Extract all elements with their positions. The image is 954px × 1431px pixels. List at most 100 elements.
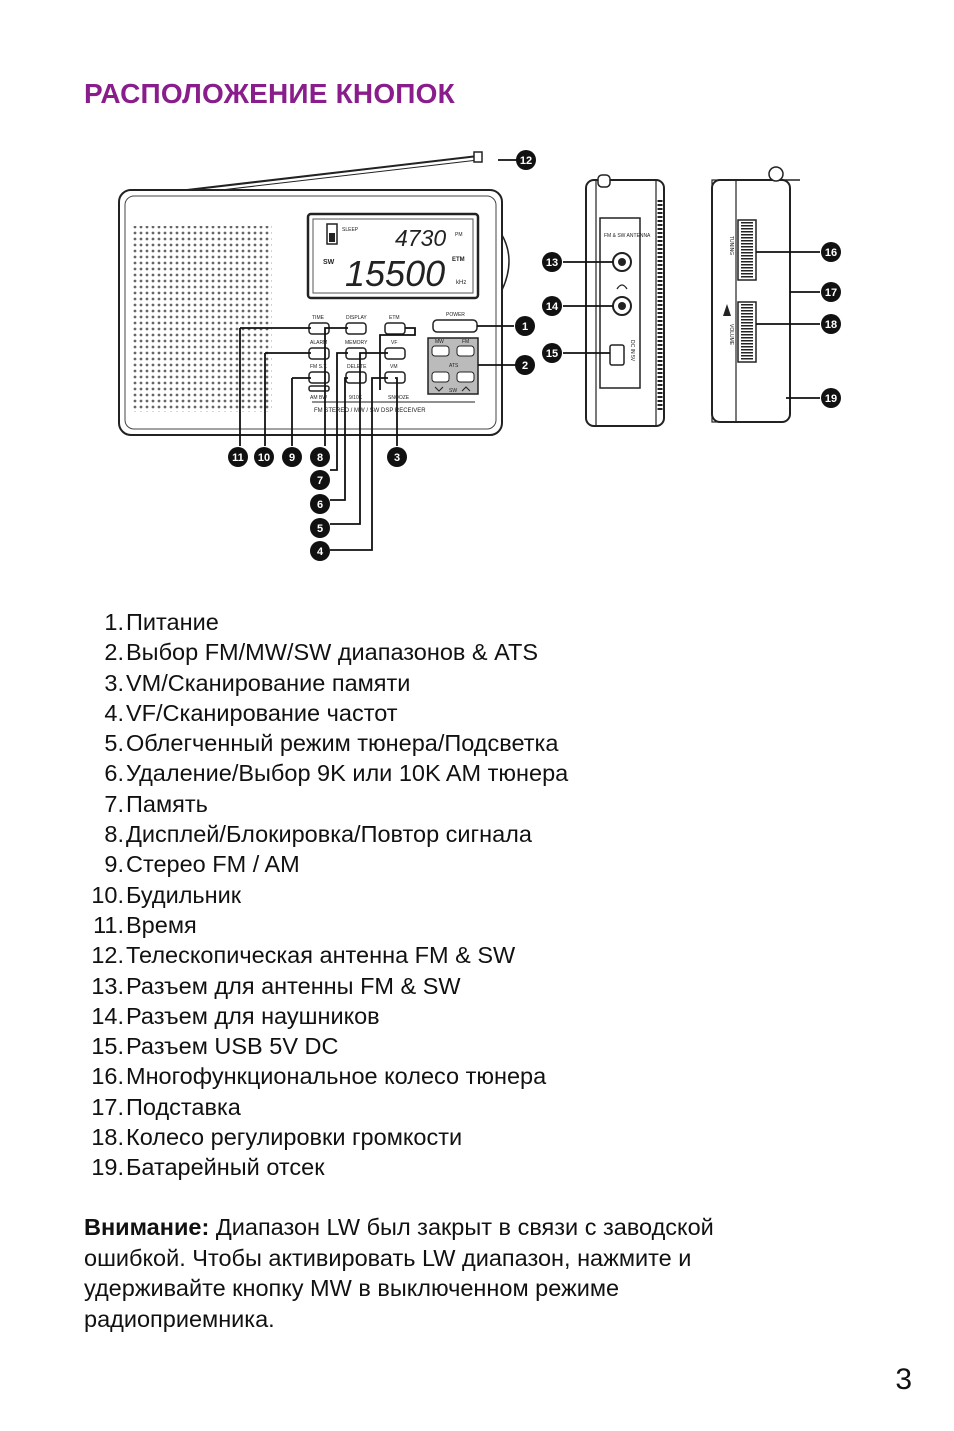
- list-item: 5.Облегченный режим тюнера/Подсветка: [84, 728, 568, 758]
- callout-17: [821, 282, 841, 302]
- callout-4-text: 4: [317, 546, 324, 558]
- list-item-number: 19.: [91, 1154, 124, 1181]
- button-grid: [308, 319, 478, 392]
- list-item: 14.Разъем для наушников: [84, 1001, 568, 1031]
- list-item-text: Дисплей/Блокировка/Повтор сигнала: [126, 821, 532, 848]
- vf-label: VF: [391, 340, 397, 346]
- list-item-number: 8.: [104, 821, 124, 848]
- callout-17-text: 17: [825, 287, 837, 299]
- sw-up-button[interactable]: [456, 371, 475, 383]
- radio-left-side-view: FM & SW ANTENNA DC IN 5V 13 14 15: [542, 174, 665, 427]
- usb-label: DC IN 5V: [629, 340, 635, 362]
- sw-down-button[interactable]: [431, 371, 450, 383]
- callout-1-text: 1: [522, 321, 528, 333]
- callout-12-text: 12: [520, 155, 532, 167]
- list-item-number: 7.: [104, 790, 124, 817]
- callout-6-text: 6: [317, 499, 323, 511]
- callout-8: [310, 447, 330, 467]
- alarm-button[interactable]: [308, 347, 330, 360]
- callout-9-text: 9: [289, 452, 295, 464]
- snooze-label: SNOOZE: [388, 395, 410, 401]
- fm-st-button[interactable]: [308, 371, 330, 384]
- lcd-time: 4730: [395, 225, 446, 251]
- callout-13-text: 13: [546, 257, 558, 269]
- list-item-text: VF/Сканирование частот: [126, 699, 398, 726]
- list-item-number: 10.: [91, 881, 124, 908]
- radio-right-side-view: TUNING VOLUME 16 17 18 19: [711, 166, 841, 423]
- callout-2: [515, 355, 535, 375]
- callout-16-text: 16: [825, 247, 837, 259]
- alarm-label: ALARM: [310, 340, 327, 346]
- callout-2-text: 2: [522, 360, 528, 372]
- list-item: 19.Батарейный отсек: [84, 1152, 568, 1182]
- receiver-caption: FM STEREO / MW / SW DSP RECEIVER: [314, 408, 426, 414]
- sw-label: SW: [449, 388, 457, 394]
- time-label: TIME: [312, 315, 325, 321]
- lcd-frequency: 15500: [345, 253, 445, 294]
- volume-label: VOLUME: [728, 324, 734, 346]
- list-item-number: 9.: [104, 851, 124, 878]
- power-button[interactable]: [432, 319, 478, 333]
- delete-button[interactable]: [345, 371, 367, 384]
- lcd-band: SW: [323, 259, 335, 266]
- callout-4: [310, 541, 330, 561]
- lcd-unit: kHz: [456, 280, 466, 286]
- ats-label: ATS: [449, 363, 459, 369]
- callout-16: [821, 242, 841, 262]
- list-item-text: Телескопическая антенна FM & SW: [126, 942, 516, 969]
- lcd-sleep-label: SLEEP: [342, 227, 359, 233]
- up-arrow-icon: [461, 386, 471, 392]
- warning-note: Внимание: Диапазон LW был закрыт в связи…: [84, 1212, 814, 1334]
- list-item-number: 4.: [104, 699, 124, 726]
- list-item: 10.Будильник: [84, 880, 568, 910]
- callout-19: [821, 388, 841, 408]
- display-button[interactable]: [345, 322, 367, 335]
- callout-12: [516, 150, 536, 170]
- callout-11-text: 11: [232, 452, 244, 464]
- fm-button[interactable]: [456, 345, 475, 357]
- list-item-text: Удаление/Выбор 9K или 10K AM тюнера: [126, 760, 569, 787]
- callout-14-text: 14: [546, 301, 559, 313]
- callout-8-text: 8: [317, 452, 323, 464]
- fm-label: FM: [462, 339, 469, 345]
- list-item: 13.Разъем для антенны FM & SW: [84, 971, 568, 1001]
- etm-button[interactable]: [384, 322, 406, 335]
- list-item: 16.Многофункциональное колесо тюнера: [84, 1061, 568, 1091]
- band-pad: MW FM ATS SW: [427, 337, 479, 395]
- power-label: POWER: [446, 312, 465, 318]
- list-item-number: 15.: [91, 1033, 124, 1060]
- mw-label: MW: [435, 339, 444, 345]
- list-item: 2.Выбор FM/MW/SW диапазонов & ATS: [84, 637, 568, 667]
- callout-18: [821, 314, 841, 334]
- list-item: 1.Питание: [84, 607, 568, 637]
- list-item-number: 18.: [91, 1124, 124, 1151]
- usb-port: [609, 344, 625, 366]
- volume-wedge-icon: [723, 304, 731, 316]
- telescopic-antenna: [169, 155, 479, 193]
- memory-label: MEMORY: [345, 340, 368, 346]
- list-item: 9.Стерео FM / AM: [84, 849, 568, 879]
- fm-st-label: FM S.T.: [310, 364, 327, 370]
- list-item: 8.Дисплей/Блокировка/Повтор сигнала: [84, 819, 568, 849]
- etm-label: ETM: [389, 315, 400, 321]
- list-item-text: Батарейный отсек: [126, 1154, 325, 1181]
- am-bw-label: AM BW: [310, 395, 327, 401]
- mw-button[interactable]: [431, 345, 450, 357]
- list-item: 3.VM/Сканирование памяти: [84, 668, 568, 698]
- list-item: 6.Удаление/Выбор 9K или 10K AM тюнера: [84, 758, 568, 788]
- callout-1: [515, 316, 535, 336]
- list-item-text: Разъем для антенны FM & SW: [126, 972, 461, 999]
- callout-10-text: 10: [258, 452, 270, 464]
- callout-5-text: 5: [317, 523, 323, 535]
- list-item-number: 16.: [91, 1063, 124, 1090]
- callout-3: [387, 447, 407, 467]
- list-item: 17.Подставка: [84, 1092, 568, 1122]
- list-item-text: Питание: [126, 609, 219, 635]
- headphone-icon: [616, 284, 628, 290]
- am-bw-button[interactable]: [308, 385, 330, 392]
- list-item-number: 1.: [104, 609, 124, 635]
- callout-7: [310, 470, 330, 490]
- leader-lines: [239, 159, 525, 551]
- list-item: 11.Время: [84, 910, 568, 940]
- list-item-number: 13.: [91, 972, 124, 999]
